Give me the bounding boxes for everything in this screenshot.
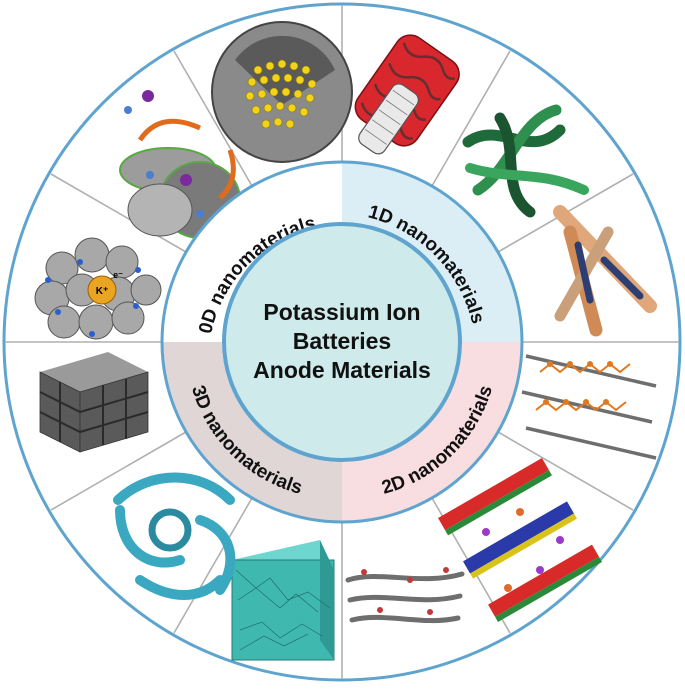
center-line-2: Batteries [293, 328, 391, 354]
porous-cluster-k-ion-image: K⁺ e⁻ [34, 237, 162, 340]
quadrant-2d [342, 342, 522, 522]
quadrant-1d [342, 162, 522, 342]
layered-chains-image [521, 354, 657, 460]
center-line-1: Potassium Ion [263, 299, 420, 325]
green-nanofibers-image [462, 104, 589, 218]
cyan-network-image [113, 472, 236, 600]
center-line-3: Anode Materials [253, 357, 431, 383]
cubic-foam-image [231, 540, 335, 661]
inner-ring-outline [160, 160, 524, 524]
carbon-nanotube-coated-image [354, 34, 460, 155]
center-circle [222, 222, 462, 462]
quadrant-0d [162, 162, 342, 342]
layered-sheets-ions-image [438, 458, 602, 622]
grid-walls-image [39, 352, 149, 453]
hollow-sphere-nanoparticles-image [211, 21, 353, 163]
nanorods-image [553, 205, 657, 337]
electron-label: e⁻ [113, 270, 123, 280]
quadrant-3d [162, 342, 342, 522]
yolk-shell-ion-diffusion-image [119, 90, 241, 239]
k-ion-label: K⁺ [96, 286, 109, 297]
quadrant-ring [160, 160, 524, 524]
stacked-graphene-image [345, 567, 465, 624]
